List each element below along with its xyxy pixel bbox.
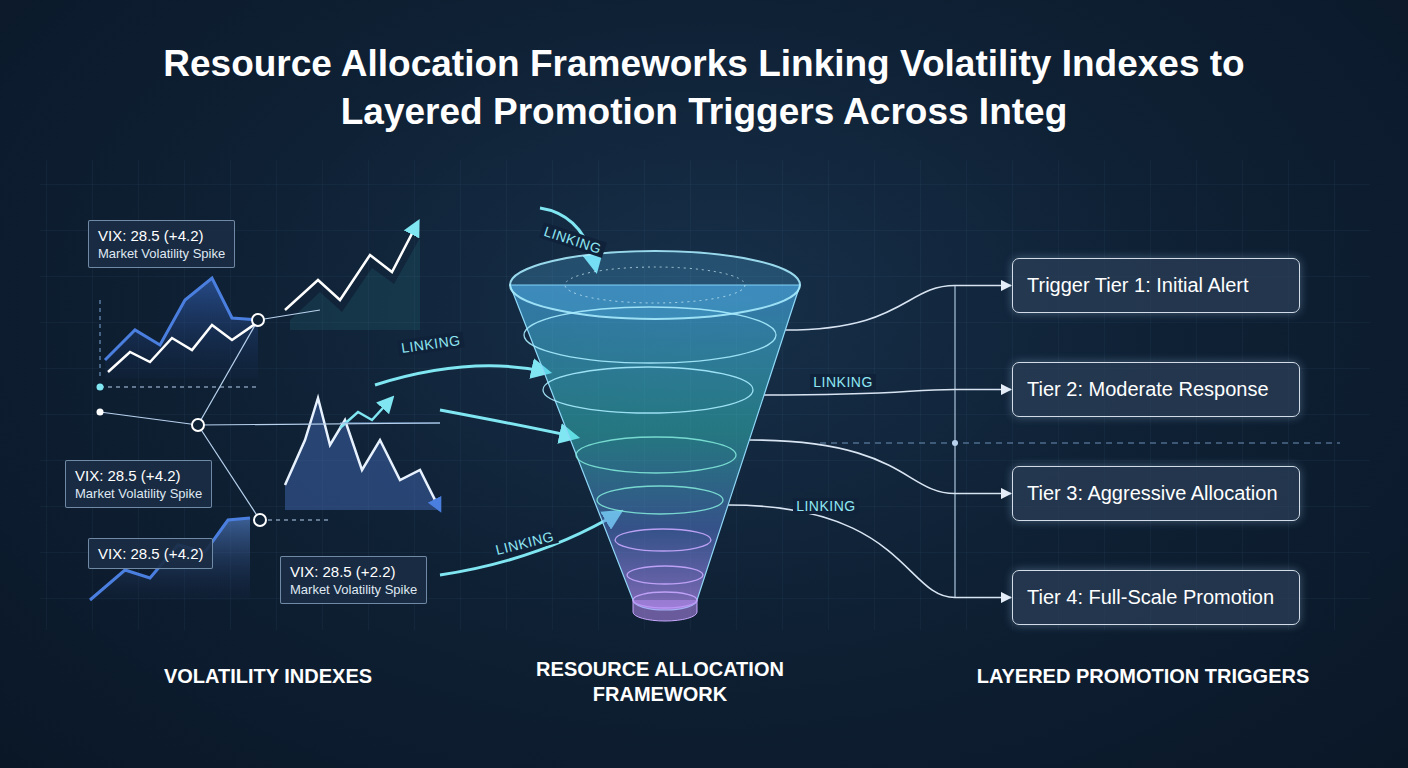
diagram-title: Resource Allocation Frameworks Linking V… <box>129 40 1279 136</box>
illustration-part <box>40 160 1370 630</box>
illustration-part <box>105 278 258 378</box>
illustration-part <box>597 486 723 514</box>
node-title: VIX: 28.5 (+2.2) <box>290 562 417 581</box>
trigger-tier-box: Tier 4: Full-Scale Promotion <box>1012 570 1300 625</box>
framework-heading: RESOURCE ALLOCATION FRAMEWORK <box>505 657 815 707</box>
illustration-part <box>820 442 1340 443</box>
illustration-part <box>285 398 440 510</box>
illustration-part <box>510 251 800 319</box>
column-heading: LAYERED PROMOTION TRIGGERS <box>977 665 1310 688</box>
column-heading: VOLATILITY INDEXES <box>164 665 372 688</box>
vix-callout: VIX: 28.5 (+4.2) <box>88 538 213 569</box>
illustration-part <box>108 322 258 372</box>
illustration-part <box>198 320 258 425</box>
connector-arrow <box>728 505 1011 598</box>
node-title: VIX: 28.5 (+4.2) <box>75 466 202 485</box>
illustration-part <box>952 440 958 446</box>
illustration-part <box>100 300 101 378</box>
allocation-funnel: RESOURCE ALLOCATION FRAMEWORK <box>505 245 815 715</box>
illustration-part <box>100 412 198 425</box>
illustration-part <box>260 519 330 520</box>
illustration-part <box>524 307 776 363</box>
illustration-part <box>576 437 736 473</box>
vix-callout: VIX: 28.5 (+4.2)Market Volatility Spike <box>88 220 235 268</box>
illustration-part <box>198 423 440 425</box>
illustration-part <box>97 409 104 416</box>
illustration-part <box>565 267 745 303</box>
connector-arrow <box>764 390 1011 396</box>
node-subtitle: Market Volatility Spike <box>290 581 417 598</box>
illustration-part <box>192 419 204 431</box>
trigger-tier-box: Trigger Tier 1: Initial Alert <box>1012 258 1300 313</box>
vix-callout: VIX: 28.5 (+2.2)Market Volatility Spike <box>280 556 427 604</box>
illustration-part <box>440 512 620 575</box>
illustration-part <box>254 514 266 526</box>
node-subtitle: Market Volatility Spike <box>98 245 225 262</box>
illustration-part <box>285 398 440 510</box>
node-title: Trigger Tier 1: Initial Alert <box>1027 274 1249 297</box>
edge-label: LINKING <box>810 374 876 390</box>
funnel-shape <box>505 245 815 645</box>
node-subtitle: Market Volatility Spike <box>75 485 202 502</box>
node-title: Tier 2: Moderate Response <box>1027 378 1269 401</box>
connector-arrow <box>749 440 1011 494</box>
illustration-part <box>375 366 548 385</box>
illustration-part <box>440 410 576 437</box>
node-title: Tier 3: Aggressive Allocation <box>1027 482 1278 505</box>
illustration-part <box>100 386 258 387</box>
illustration-part <box>627 566 703 584</box>
illustration-part <box>290 238 420 330</box>
illustration-part <box>105 278 258 360</box>
trigger-tier-box: Tier 3: Aggressive Allocation <box>1012 466 1300 521</box>
node-title: Tier 4: Full-Scale Promotion <box>1027 586 1274 609</box>
illustration-part <box>90 518 250 600</box>
illustration-part <box>615 529 711 551</box>
connector-arrow <box>785 286 1011 331</box>
vix-callout: VIX: 28.5 (+4.2)Market Volatility Spike <box>65 460 212 508</box>
illustration-part <box>543 367 753 413</box>
illustration-part <box>97 384 104 391</box>
illustration-part <box>258 310 320 320</box>
illustration-part <box>90 518 250 600</box>
illustration-part <box>252 314 264 326</box>
node-title: VIX: 28.5 (+4.2) <box>98 544 203 563</box>
illustration-part <box>633 600 697 621</box>
edge-label: LINKING <box>793 498 859 514</box>
trigger-tier-box: Tier 2: Moderate Response <box>1012 362 1300 417</box>
node-title: VIX: 28.5 (+4.2) <box>98 226 225 245</box>
illustration-part <box>510 251 800 621</box>
illustration-part <box>510 285 800 610</box>
